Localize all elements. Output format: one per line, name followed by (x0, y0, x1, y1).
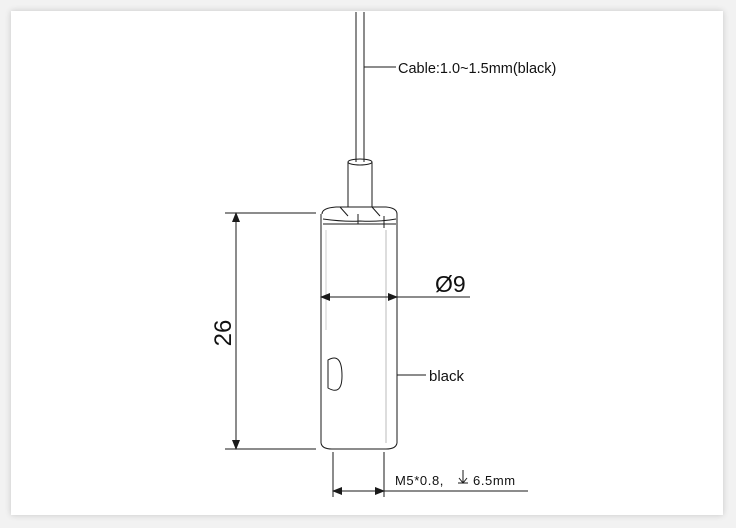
diameter-label: Ø9 (435, 271, 466, 297)
thread-label: M5*0.8, (395, 473, 444, 488)
cable-sleeve (347, 158, 373, 207)
gripper-cap (321, 206, 398, 228)
height-label: 26 (210, 320, 237, 347)
drawing-frame (11, 11, 723, 515)
side-hole (327, 357, 343, 391)
height-dimension (225, 212, 316, 450)
color-label: black (429, 368, 465, 385)
cable (355, 12, 365, 162)
depth-symbol-icon (458, 470, 468, 484)
thread-depth-label: 6.5mm (473, 473, 516, 488)
gripper-body (320, 214, 398, 450)
thread-dimension (332, 452, 528, 497)
cable-label: Cable:1.0~1.5mm(black) (398, 61, 556, 77)
